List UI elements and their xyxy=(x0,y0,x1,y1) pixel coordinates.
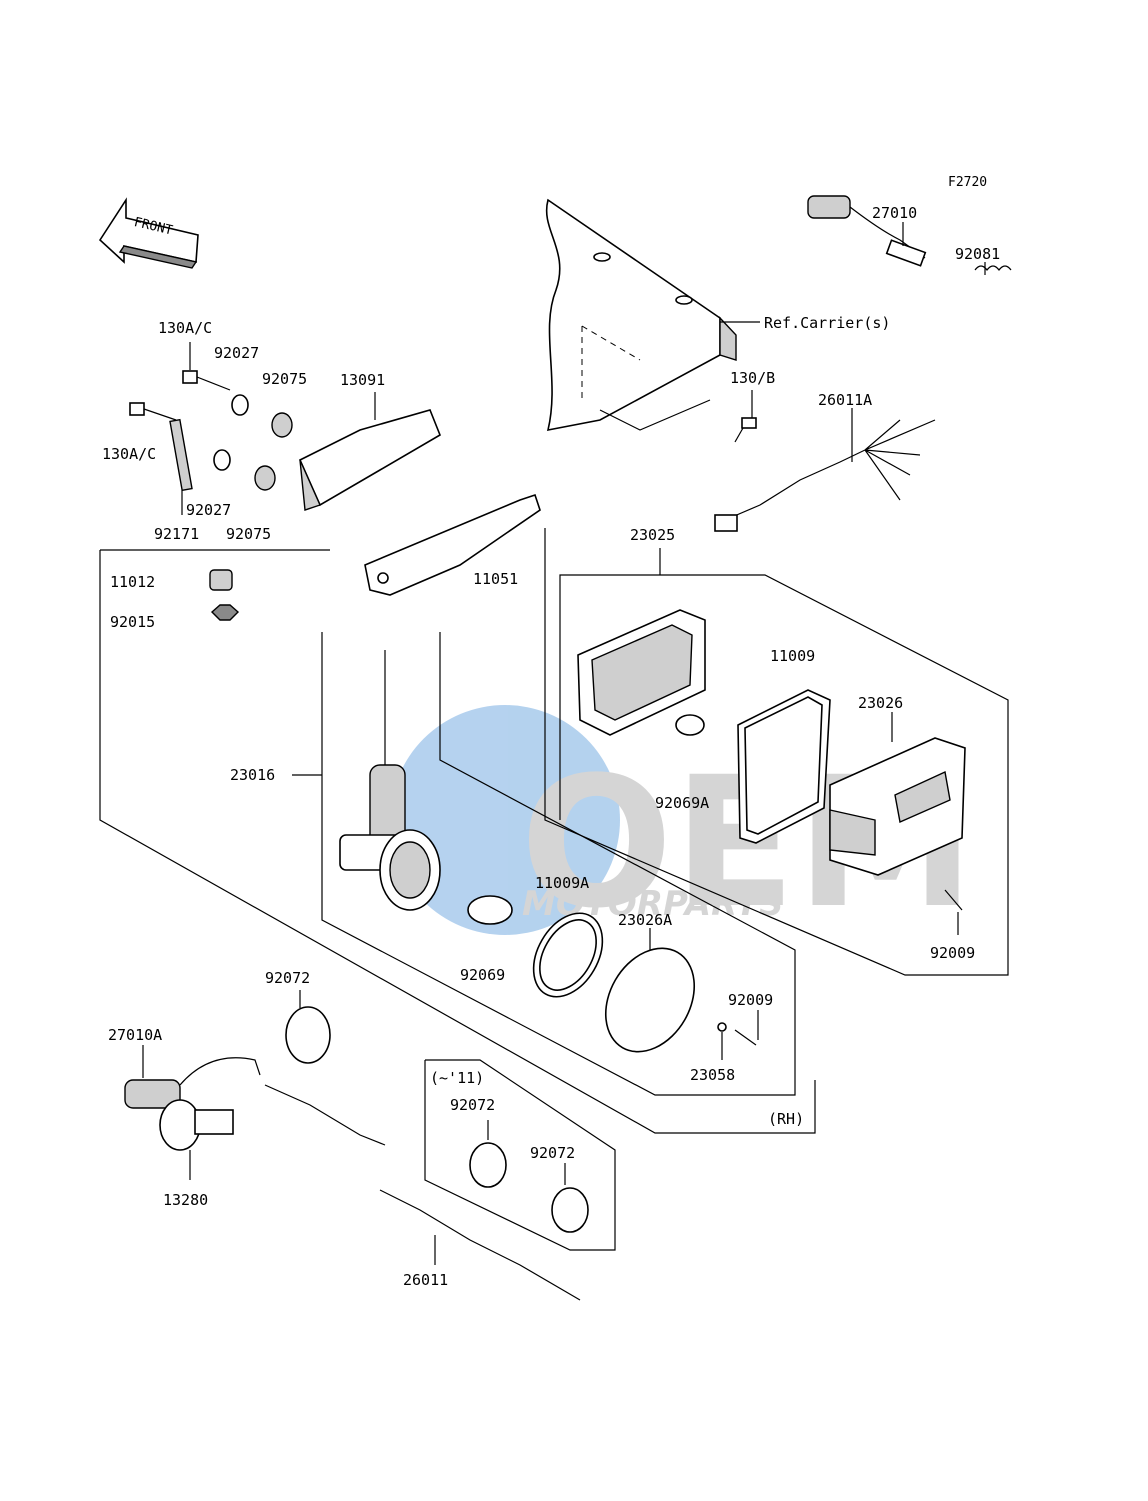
part-26011: 26011 xyxy=(379,1189,581,1301)
side-label: (RH) xyxy=(768,1110,804,1128)
label-92015: 92015 xyxy=(110,613,155,631)
part-92009-right: 92009 xyxy=(930,889,975,962)
part-23026a-lens: 23026A xyxy=(604,911,696,1053)
watermark-globe-icon xyxy=(390,705,620,935)
part-27010a: 27010A xyxy=(108,1026,386,1146)
part-92081: 92081 xyxy=(955,245,1012,275)
part-92072-c: 92072 xyxy=(530,1144,589,1233)
label-92069: 92069 xyxy=(460,966,505,984)
part-92072-a: 92072 xyxy=(265,969,331,1064)
label-92072-a: 92072 xyxy=(265,969,310,987)
label-13091: 13091 xyxy=(340,371,385,389)
part-13091-bracket: 13091 xyxy=(298,371,441,511)
label-23058: 23058 xyxy=(690,1066,735,1084)
label-92027-bot: 92027 xyxy=(186,501,231,519)
fastener-group-bottom: 130A/C 92171 92027 92075 xyxy=(102,402,276,543)
label-92009-left: 92009 xyxy=(728,991,773,1009)
label-23016: 23016 xyxy=(230,766,275,784)
label-130ac-bot: 130A/C xyxy=(102,445,156,463)
ref-carrier-label: Ref.Carrier(s) xyxy=(764,314,890,332)
part-92015: 92015 xyxy=(110,604,240,631)
part-92069-bulb: 92069 xyxy=(460,895,513,984)
label-92009-right: 92009 xyxy=(930,944,975,962)
label-130b: 130/B xyxy=(730,369,775,387)
part-26011a: 26011A xyxy=(714,391,936,532)
part-130b: 130/B xyxy=(730,369,775,443)
label-92072-b: 92072 xyxy=(450,1096,495,1114)
fastener-group-top: 130A/C 92027 92075 xyxy=(158,319,307,438)
range-box: (~'11) xyxy=(424,1059,616,1251)
part-13280: 13280 xyxy=(159,1099,234,1209)
label-92075-bot: 92075 xyxy=(226,525,271,543)
part-23026-lens: 23026 xyxy=(829,694,966,876)
part-11009-gasket: 11009 xyxy=(737,647,831,844)
label-92027-top: 92027 xyxy=(214,344,259,362)
label-27010: 27010 xyxy=(872,204,917,222)
label-92171: 92171 xyxy=(154,525,199,543)
label-11051: 11051 xyxy=(473,570,518,588)
carrier-plate: Ref.Carrier(s) xyxy=(545,198,890,432)
label-92075-top: 92075 xyxy=(262,370,307,388)
part-92072-b: 92072 xyxy=(450,1096,507,1188)
label-130ac-top: 130A/C xyxy=(158,319,212,337)
part-23016-turn-signal: 23016 xyxy=(230,650,441,911)
reference-boxes xyxy=(99,528,1009,1134)
part-11009a-ring: 11009A xyxy=(532,874,604,998)
label-11012: 11012 xyxy=(110,573,155,591)
part-11051-stay: 11051 xyxy=(364,493,541,596)
range-label: (~'11) xyxy=(430,1069,484,1087)
label-27010a: 27010A xyxy=(108,1026,162,1044)
label-11009: 11009 xyxy=(770,647,815,665)
label-11009a: 11009A xyxy=(535,874,589,892)
front-arrow-icon: FRONT xyxy=(98,197,199,269)
label-92081: 92081 xyxy=(955,245,1000,263)
part-92069a-bulb: 92069A xyxy=(655,714,709,812)
label-23025: 23025 xyxy=(630,526,675,544)
label-23026: 23026 xyxy=(858,694,903,712)
label-26011: 26011 xyxy=(403,1271,448,1289)
part-11012: 11012 xyxy=(110,569,233,591)
label-23026a: 23026A xyxy=(618,911,672,929)
label-13280: 13280 xyxy=(163,1191,208,1209)
label-26011a: 26011A xyxy=(818,391,872,409)
part-23058: 23058 xyxy=(690,1022,735,1084)
part-23025: 23025 xyxy=(577,526,706,736)
part-92009-left: 92009 xyxy=(728,991,773,1046)
label-92069a: 92069A xyxy=(655,794,709,812)
figure-code: F2720 xyxy=(948,175,987,190)
label-92072-c: 92072 xyxy=(530,1144,575,1162)
part-27010: 27010 xyxy=(807,195,927,267)
